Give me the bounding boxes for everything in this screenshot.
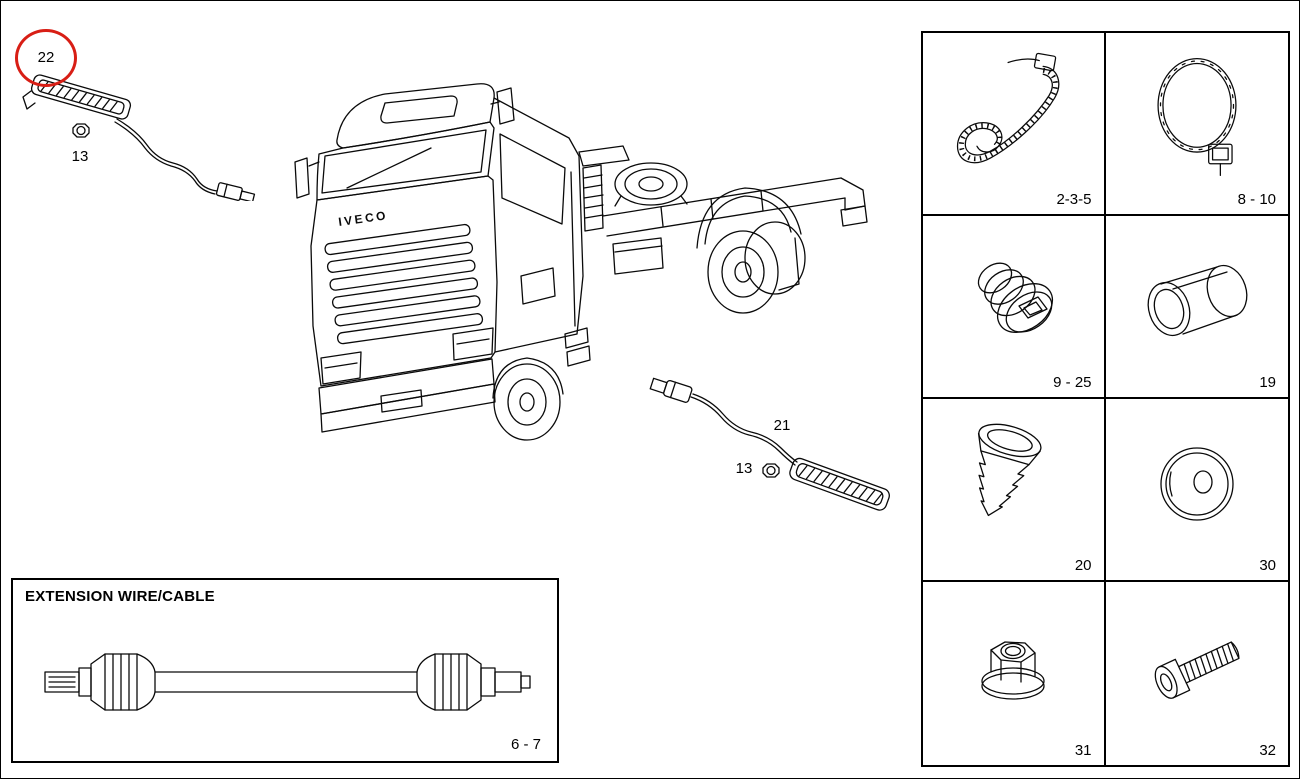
truck-grille-badge: IVECO xyxy=(337,208,388,229)
part-cell-label: 9 - 25 xyxy=(1053,374,1092,391)
extension-panel-title: EXTENSION WIRE/CABLE xyxy=(25,588,215,605)
part-cell-label: 32 xyxy=(1259,742,1276,759)
part-cell-label: 2-3-5 xyxy=(1056,191,1092,208)
left-nut-icon xyxy=(72,123,90,138)
callout-21[interactable]: 21 xyxy=(773,417,791,434)
extension-ref-label[interactable]: 6 - 7 xyxy=(510,736,541,753)
flange-nut-icon xyxy=(981,640,1045,700)
part-cell-label: 19 xyxy=(1259,374,1276,391)
callout-13-left[interactable]: 13 xyxy=(71,148,89,165)
socket-screw-icon xyxy=(1154,640,1240,699)
hose-clamp-icon xyxy=(1157,57,1237,176)
callout-22[interactable]: 22 xyxy=(37,49,55,66)
part-cell-30[interactable]: 30 xyxy=(1105,399,1288,582)
truck-illustration: IVECO xyxy=(294,83,868,441)
part-cell-2-3-5[interactable]: 2-3-5 xyxy=(923,33,1106,216)
part-cell-32[interactable]: 32 xyxy=(1106,582,1289,765)
parts-reference-grid: 2-3-5 8 - 10 xyxy=(921,31,1290,767)
part-cell-8-10[interactable]: 8 - 10 xyxy=(1105,33,1288,216)
part-cell-label: 8 - 10 xyxy=(1237,191,1276,208)
callout-13-right[interactable]: 13 xyxy=(735,460,753,477)
right-nut-icon xyxy=(762,463,780,478)
part-cell-19[interactable]: 19 xyxy=(1105,216,1288,399)
part-cell-9-25[interactable]: 9 - 25 xyxy=(923,216,1106,399)
part-cell-label: 20 xyxy=(1074,557,1092,574)
extension-cable-illustration xyxy=(44,653,531,711)
rubber-boot-icon xyxy=(1147,264,1248,336)
part-cell-label: 30 xyxy=(1259,557,1276,574)
left-lamp-assembly-illustration xyxy=(22,74,256,201)
part-cell-20[interactable]: 20 xyxy=(923,399,1106,582)
part-cell-label: 31 xyxy=(1074,742,1092,759)
grommet-icon xyxy=(1160,446,1234,521)
right-lamp-assembly-illustration xyxy=(649,377,890,511)
part-cell-31[interactable]: 31 xyxy=(923,582,1106,765)
ribbed-plug-icon xyxy=(978,423,1042,516)
cable-tie-icon xyxy=(957,52,1060,163)
highlight-circle xyxy=(15,29,77,87)
expansion-plug-icon xyxy=(978,262,1054,333)
extension-panel: EXTENSION WIRE/CABLE 6 - 7 xyxy=(11,578,559,763)
